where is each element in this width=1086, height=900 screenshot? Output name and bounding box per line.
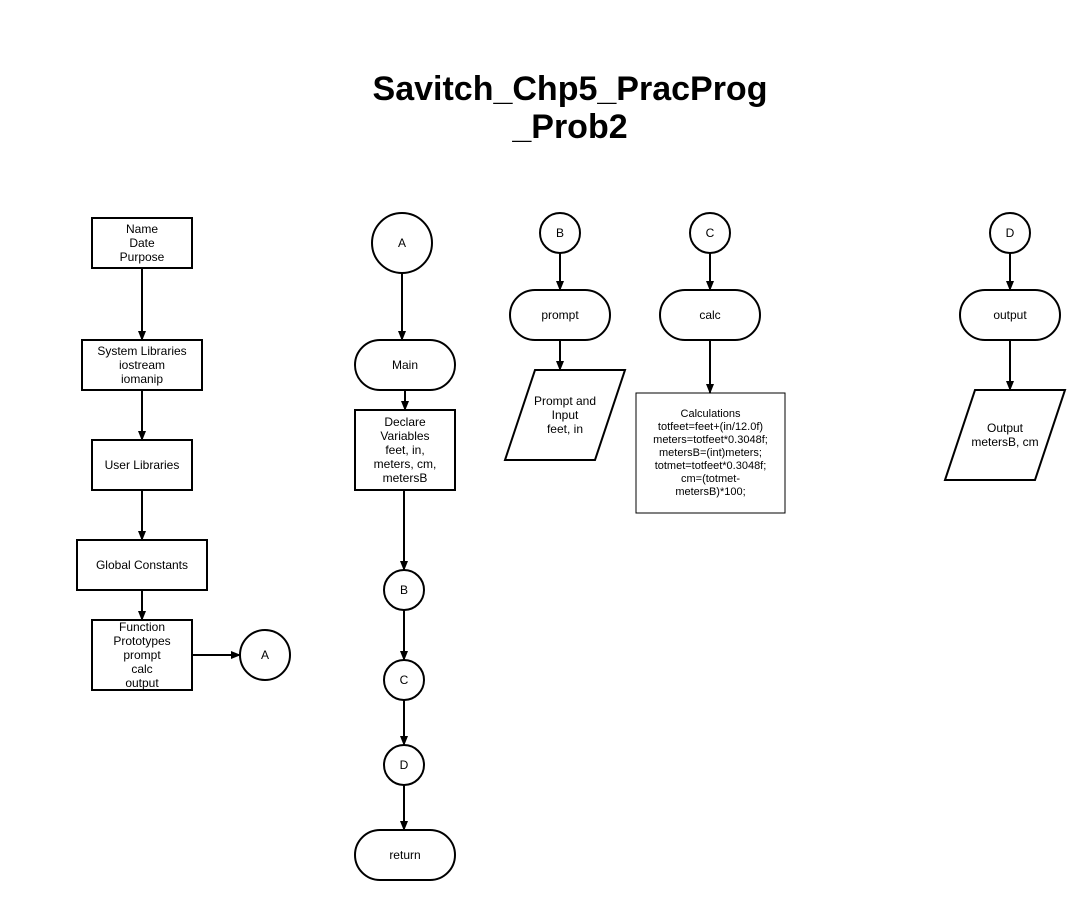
node-text-line: metersB (382, 471, 428, 485)
function-prototypes-shape (91, 619, 193, 691)
connector-c-call-label: C (399, 673, 409, 687)
page-title-line-2: _Prob2 (512, 108, 628, 146)
calc-node: calc (660, 290, 760, 340)
node-text-line: Prompt and (533, 394, 597, 408)
connector-c-call: C (384, 660, 424, 700)
user-libraries-node: User Libraries (92, 440, 192, 490)
node-text-line: Function (118, 620, 166, 634)
node-text-line: Global Constants (95, 558, 189, 572)
calc-label: calc (699, 308, 721, 322)
node-text-line: output (125, 676, 159, 690)
node-text-line: prompt (123, 648, 161, 662)
output-io-shape (943, 389, 1067, 481)
node-text-line: meters=totfeet*0.3048f; (653, 433, 768, 446)
node-text-line: Output (986, 421, 1024, 435)
return-label: return (389, 848, 421, 862)
global-constants-node: Global Constants (77, 540, 207, 590)
connector-d-in-label: D (1005, 226, 1015, 240)
calculations-shape (635, 392, 786, 514)
node-text-line: Purpose (119, 250, 165, 264)
node-text-line: cm=(totmet- (681, 472, 740, 485)
return-node: return (355, 830, 455, 880)
node-text-line: totmet=totfeet*0.3048f; (654, 459, 767, 472)
node-text-line: Date (129, 236, 155, 250)
node-text-line: metersB)*100; (675, 485, 746, 498)
node-text-line: Prototypes (113, 634, 171, 648)
node-text-line: feet, in (546, 422, 583, 436)
node-text-line: iostream (118, 358, 165, 372)
connector-a-out-label: A (260, 648, 269, 662)
connector-b-in: B (540, 213, 580, 253)
page-title-line-1: Savitch_Chp5_PracProg (372, 70, 768, 108)
main-node: Main (355, 340, 455, 390)
connector-d-in: D (990, 213, 1030, 253)
node-text-line: calc (131, 662, 153, 676)
node-text-line: metersB, cm (971, 435, 1039, 449)
output-label: output (993, 308, 1027, 322)
output-node: output (960, 290, 1060, 340)
node-text-line: metersB=(int)meters; (658, 446, 762, 459)
prompt-label: prompt (541, 308, 579, 322)
connector-d-call: D (384, 745, 424, 785)
header-block-shape (91, 217, 193, 269)
node-text-line: meters, cm, (373, 457, 437, 471)
prompt-node: prompt (510, 290, 610, 340)
user-libraries-text: User Libraries (105, 458, 180, 472)
node-text-line: Name (125, 222, 158, 236)
node-text-line: Input (551, 408, 579, 422)
connector-b-call: B (384, 570, 424, 610)
connector-b-call-label: B (399, 583, 408, 597)
system-libraries-shape (81, 339, 203, 391)
node-text-line: Calculations (680, 407, 741, 420)
global-constants-text: Global Constants (96, 558, 188, 572)
node-text-line: Variables (380, 429, 430, 443)
node-text-line: feet, in, (385, 443, 425, 457)
connector-a-out: A (240, 630, 290, 680)
connector-c-in-label: C (705, 226, 715, 240)
node-text-line: User Libraries (104, 458, 180, 472)
node-text-line: System Libraries (97, 344, 187, 358)
connector-a-in-label: A (397, 236, 406, 250)
node-text-line: totfeet=feet+(in/12.0f) (657, 420, 764, 433)
node-text-line: Declare (384, 415, 426, 429)
prompt-input-shape (503, 369, 627, 461)
main-label: Main (391, 358, 418, 372)
connector-b-in-label: B (555, 226, 564, 240)
connector-c-in: C (690, 213, 730, 253)
global-constants-shape (76, 539, 208, 591)
node-text-line: iomanip (120, 372, 164, 386)
declare-variables-shape (354, 409, 456, 491)
connector-d-call-label: D (399, 758, 409, 772)
connector-a-in: A (372, 213, 432, 273)
page-title: Savitch_Chp5_PracProg _Prob2 (270, 70, 870, 146)
